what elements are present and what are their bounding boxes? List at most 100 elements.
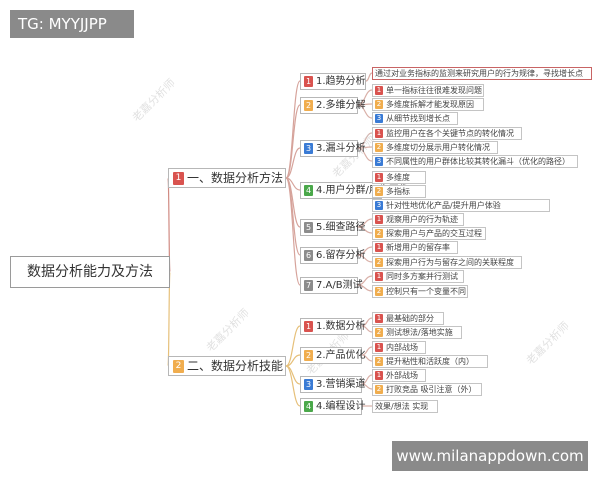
node-label: 打败竞品 吸引注意（外） bbox=[386, 385, 477, 394]
node-label: 多维度拆解才能发现原因 bbox=[386, 100, 474, 109]
connector-line bbox=[357, 226, 373, 234]
connector-line bbox=[357, 104, 373, 119]
node-label: 2.产品优化 bbox=[316, 350, 366, 361]
priority-badge: 1 bbox=[375, 129, 383, 138]
node-label: 二、数据分析技能 bbox=[187, 359, 284, 373]
priority-badge: 3 bbox=[304, 142, 313, 154]
node-label: 3.漏斗分析 bbox=[316, 143, 366, 154]
priority-badge: 2 bbox=[375, 258, 383, 267]
priority-badge: 2 bbox=[173, 360, 184, 373]
node-label: 内部战场 bbox=[386, 343, 418, 352]
priority-badge: 2 bbox=[375, 328, 383, 337]
connector-line bbox=[285, 325, 301, 367]
connector-line bbox=[361, 383, 373, 390]
node-label: 从细节找到增长点 bbox=[386, 114, 450, 123]
priority-badge: 2 bbox=[304, 349, 313, 361]
priority-badge: 1 bbox=[375, 371, 383, 380]
leaf-node: 通过对业务指标的监测来研究用户的行为规律，寻找增长点 bbox=[372, 67, 592, 80]
connector-line bbox=[285, 147, 301, 179]
priority-badge: 4 bbox=[304, 184, 313, 196]
node-label: 测试想法/落地实施 bbox=[386, 328, 453, 337]
watermark-bottom-right: www.milanappdown.com bbox=[392, 441, 588, 471]
priority-badge: 1 bbox=[375, 343, 383, 352]
priority-badge: 2 bbox=[375, 100, 383, 109]
priority-badge: 4 bbox=[304, 400, 313, 412]
priority-badge: 1 bbox=[375, 173, 383, 182]
priority-badge: 2 bbox=[375, 187, 383, 196]
connector-line bbox=[357, 147, 373, 162]
node-label: 单一指标往往很难发现问题 bbox=[386, 86, 482, 95]
node-label: 1.趋势分析 bbox=[316, 76, 366, 87]
node-label: 探索用户行为与留存之间的关联程度 bbox=[386, 258, 514, 267]
node-label: 1.数据分析 bbox=[316, 321, 366, 332]
node-label: 效果/想法 实现 bbox=[375, 402, 429, 411]
priority-badge: 5 bbox=[304, 221, 313, 233]
connector-line bbox=[285, 104, 301, 179]
priority-badge: 1 bbox=[304, 75, 313, 87]
root-node: 数据分析能力及方法 bbox=[10, 256, 170, 288]
priority-badge: 1 bbox=[375, 314, 383, 323]
connector-line bbox=[285, 365, 301, 407]
connector-line bbox=[357, 284, 373, 292]
priority-badge: 3 bbox=[375, 114, 383, 123]
node-label: 5.细查路径 bbox=[316, 222, 366, 233]
node-label: 监控用户在各个关键节点的转化情况 bbox=[386, 129, 514, 138]
node-label: 提升粘性和活跃度（内） bbox=[386, 357, 474, 366]
priority-badge: 1 bbox=[173, 172, 184, 185]
node-label: 4.用户分群/用户画像 bbox=[316, 185, 409, 196]
connector-line bbox=[357, 254, 373, 263]
watermark-top-left: TG: MYYJJPP bbox=[10, 10, 134, 38]
leaf-node: 效果/想法 实现 bbox=[372, 400, 438, 413]
priority-badge: 1 bbox=[375, 215, 383, 224]
priority-badge: 3 bbox=[304, 378, 313, 390]
priority-badge: 2 bbox=[375, 143, 383, 152]
node-label: 探索用户与产品的交互过程 bbox=[386, 229, 482, 238]
priority-badge: 1 bbox=[375, 86, 383, 95]
node-label: 7.A/B测试 bbox=[316, 280, 363, 291]
node-label: 不同属性的用户群体比较其转化漏斗（优化的路径） bbox=[386, 157, 570, 166]
connector-line bbox=[361, 354, 373, 362]
connector-line bbox=[285, 177, 301, 286]
node-label: 针对性地优化产品/提升用户体验 bbox=[386, 201, 501, 210]
connector-line bbox=[361, 325, 373, 333]
priority-badge: 3 bbox=[375, 157, 383, 166]
node-label: 多维度切分展示用户转化情况 bbox=[386, 143, 490, 152]
priority-badge: 2 bbox=[375, 385, 383, 394]
priority-badge: 6 bbox=[304, 249, 313, 261]
priority-badge: 2 bbox=[375, 229, 383, 238]
node-label: 一、数据分析方法 bbox=[187, 171, 284, 185]
node-label: 多指标 bbox=[386, 187, 410, 196]
priority-badge: 7 bbox=[304, 279, 313, 291]
connector-line bbox=[285, 354, 301, 367]
